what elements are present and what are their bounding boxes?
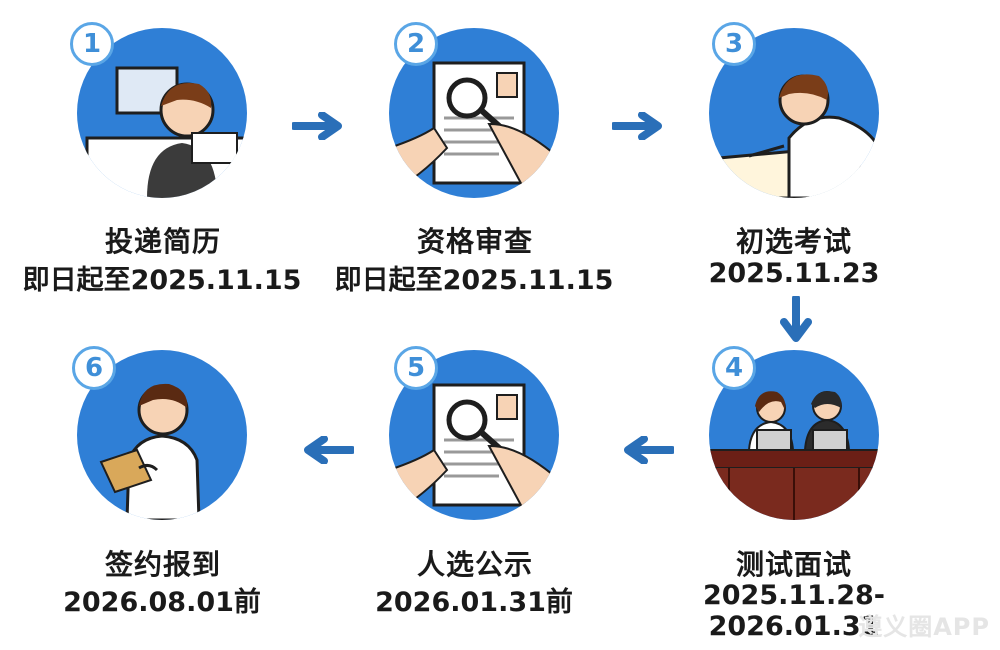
step-4-date: 2025.11.28-2026.01.31 bbox=[702, 580, 885, 642]
arrow-left-2-icon bbox=[304, 436, 354, 464]
step-2-title: 资格审查 bbox=[416, 225, 533, 258]
step-3-number: 3 bbox=[712, 22, 756, 66]
step-5-date: 2026.01.31前 bbox=[375, 587, 573, 618]
step-6-illustration bbox=[77, 350, 247, 520]
step-6-date: 2026.08.01前 bbox=[63, 587, 261, 618]
step-3-title: 初选考试 bbox=[735, 225, 852, 258]
step-1-date: 即日起至2025.11.15 bbox=[22, 265, 302, 296]
step-4-title: 测试面试 bbox=[735, 548, 852, 581]
arrow-down-icon bbox=[780, 296, 812, 342]
step-4-number: 4 bbox=[712, 346, 756, 390]
signing-person-icon bbox=[99, 383, 201, 520]
step-1-title: 投递简历 bbox=[104, 225, 221, 258]
arrow-right-2-icon bbox=[612, 112, 662, 140]
step-2-date: 即日起至2025.11.15 bbox=[334, 265, 614, 296]
step-1-number: 1 bbox=[70, 22, 114, 66]
arrow-left-1-icon bbox=[624, 436, 674, 464]
step-2-number: 2 bbox=[394, 22, 438, 66]
step-5-number: 5 bbox=[394, 346, 438, 390]
step-5-title: 人选公示 bbox=[416, 548, 533, 581]
watermark: 遵义圈APP bbox=[858, 613, 990, 641]
step-3-date: 2025.11.23 bbox=[708, 258, 880, 289]
step-6-number: 6 bbox=[72, 346, 116, 390]
arrow-right-1-icon bbox=[292, 112, 342, 140]
step-6-title: 签约报到 bbox=[104, 548, 221, 581]
